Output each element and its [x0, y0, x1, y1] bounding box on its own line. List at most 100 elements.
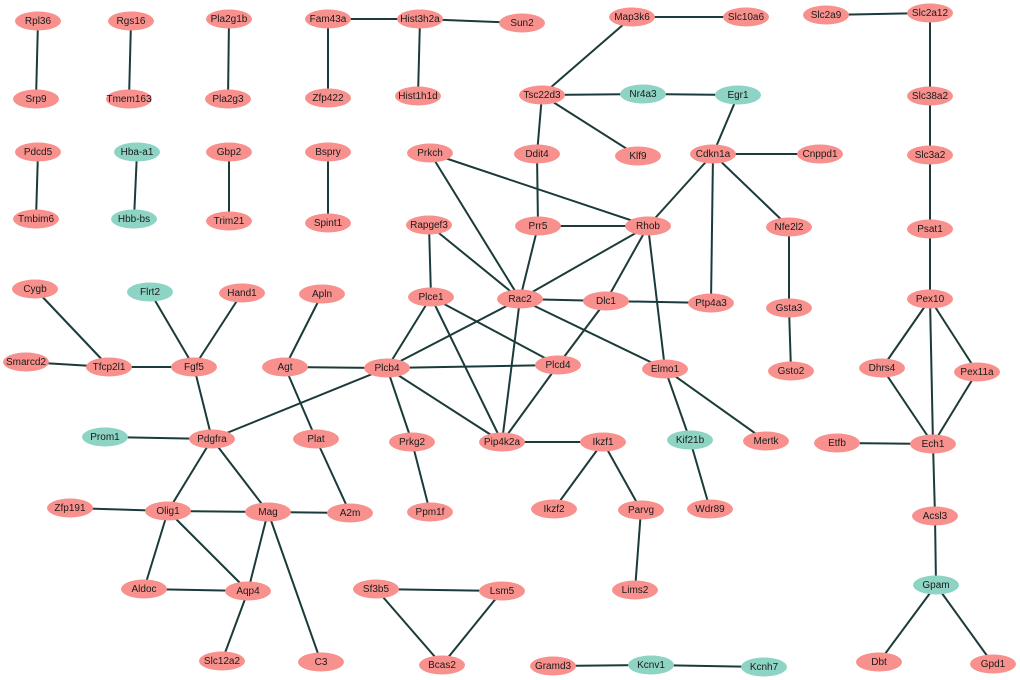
- node-spint1[interactable]: Spint1: [305, 213, 351, 233]
- node-nr4a3[interactable]: Nr4a3: [620, 84, 666, 104]
- node-bcas2[interactable]: Bcas2: [419, 655, 465, 675]
- node-sf3b5[interactable]: Sf3b5: [353, 579, 399, 599]
- node-nfe2l2[interactable]: Nfe2l2: [766, 217, 812, 237]
- edge-hba-a1-hbb-bs: [133, 151, 138, 220]
- node-cdkn1a[interactable]: Cdkn1a: [690, 144, 736, 164]
- node-trim21[interactable]: Trim21: [206, 211, 252, 231]
- node-pip4k2a[interactable]: Pip4k2a: [479, 432, 525, 452]
- node-pex11a[interactable]: Pex11a: [954, 362, 1000, 382]
- node-psat1[interactable]: Psat1: [907, 219, 953, 239]
- node-flrt2[interactable]: Flrt2: [127, 282, 173, 302]
- node-cnppd1[interactable]: Cnppd1: [797, 144, 843, 164]
- node-fgf5[interactable]: Fgf5: [171, 357, 217, 377]
- node-rac2[interactable]: Rac2: [497, 289, 543, 309]
- node-rpl36[interactable]: Rpl36: [15, 11, 61, 31]
- node-gpam[interactable]: Gpam: [913, 575, 959, 595]
- node-plcb4[interactable]: Plcb4: [364, 358, 410, 378]
- node-ikzf2[interactable]: Ikzf2: [531, 499, 577, 519]
- node-prr5[interactable]: Prr5: [515, 216, 561, 236]
- node-slc2a9[interactable]: Slc2a9: [803, 5, 849, 25]
- node-plce1[interactable]: Plce1: [408, 287, 454, 307]
- node-mag[interactable]: Mag: [245, 502, 291, 522]
- edge-fgf5-pdgfra: [193, 366, 213, 440]
- node-rgs16[interactable]: Rgs16: [108, 11, 154, 31]
- node-gbp2[interactable]: Gbp2: [206, 142, 252, 162]
- node-dlc1[interactable]: Dlc1: [583, 291, 629, 311]
- node-kcnh7[interactable]: Kcnh7: [741, 657, 787, 677]
- node-pla2g3[interactable]: Pla2g3: [205, 89, 251, 109]
- node-lims2[interactable]: Lims2: [612, 580, 658, 600]
- node-rapgef3[interactable]: Rapgef3: [406, 215, 452, 235]
- node-egr1[interactable]: Egr1: [715, 85, 761, 105]
- node-hbb-bs[interactable]: Hbb-bs: [111, 209, 157, 229]
- edge-prkch-rac2: [429, 152, 521, 300]
- node-lsm5[interactable]: Lsm5: [479, 581, 525, 601]
- node-smarcd2[interactable]: Smarcd2: [3, 352, 49, 372]
- node-aqp4[interactable]: Aqp4: [225, 581, 271, 601]
- node-klf9[interactable]: Klf9: [615, 146, 661, 166]
- node-c3[interactable]: C3: [298, 652, 344, 672]
- node-ppm1f[interactable]: Ppm1f: [407, 502, 453, 522]
- node-hand1[interactable]: Hand1: [219, 283, 265, 303]
- node-ellipse: [907, 219, 953, 239]
- node-gsto2[interactable]: Gsto2: [768, 361, 814, 381]
- node-fam43a[interactable]: Fam43a: [305, 9, 351, 29]
- node-pdgfra[interactable]: Pdgfra: [189, 429, 235, 449]
- node-gramd3[interactable]: Gramd3: [530, 656, 576, 676]
- node-ikzf1[interactable]: Ikzf1: [580, 432, 626, 452]
- node-hba-a1[interactable]: Hba-a1: [114, 142, 160, 162]
- node-label: Prom1: [90, 432, 120, 443]
- node-a2m[interactable]: A2m: [327, 503, 373, 523]
- node-tmbim6[interactable]: Tmbim6: [13, 209, 59, 229]
- node-prom1[interactable]: Prom1: [82, 427, 128, 447]
- node-plat[interactable]: Plat: [293, 429, 339, 449]
- node-slc10a6[interactable]: Slc10a6: [723, 7, 769, 27]
- node-plcd4[interactable]: Plcd4: [535, 355, 581, 375]
- node-label: Ppm1f: [416, 507, 445, 518]
- node-slc12a2[interactable]: Slc12a2: [199, 651, 245, 671]
- node-slc2a12[interactable]: Slc2a12: [907, 3, 953, 23]
- node-prkg2[interactable]: Prkg2: [389, 432, 435, 452]
- node-zfp422[interactable]: Zfp422: [305, 88, 351, 108]
- node-map3k6[interactable]: Map3k6: [609, 7, 655, 27]
- node-parvg[interactable]: Parvg: [618, 500, 664, 520]
- node-sun2[interactable]: Sun2: [499, 13, 545, 33]
- node-pex10[interactable]: Pex10: [907, 289, 953, 309]
- node-tsc22d3[interactable]: Tsc22d3: [519, 85, 565, 105]
- node-etfb[interactable]: Etfb: [814, 433, 860, 453]
- node-srp9[interactable]: Srp9: [13, 89, 59, 109]
- node-kcnv1[interactable]: Kcnv1: [628, 655, 674, 675]
- node-acsl3[interactable]: Acsl3: [912, 506, 958, 526]
- node-gpd1[interactable]: Gpd1: [970, 654, 1016, 674]
- node-pla2g1b[interactable]: Pla2g1b: [206, 9, 252, 29]
- node-dbt[interactable]: Dbt: [856, 652, 902, 672]
- node-gsta3[interactable]: Gsta3: [766, 298, 812, 318]
- node-slc3a2[interactable]: Slc3a2: [907, 145, 953, 165]
- node-tmem163[interactable]: Tmem163: [106, 89, 152, 109]
- node-dhrs4[interactable]: Dhrs4: [859, 358, 905, 378]
- node-ellipse: [199, 651, 245, 671]
- node-elmo1[interactable]: Elmo1: [642, 359, 688, 379]
- node-ddit4[interactable]: Ddit4: [514, 144, 560, 164]
- node-agt[interactable]: Agt: [262, 357, 308, 377]
- node-olig1[interactable]: Olig1: [145, 501, 191, 521]
- node-mertk[interactable]: Mertk: [743, 431, 789, 451]
- node-zfp191[interactable]: Zfp191: [47, 498, 93, 518]
- node-kif21b[interactable]: Kif21b: [667, 430, 713, 450]
- node-cygb[interactable]: Cygb: [12, 279, 58, 299]
- node-pdcd5[interactable]: Pdcd5: [15, 142, 61, 162]
- node-aldoc[interactable]: Aldoc: [121, 579, 167, 599]
- node-slc38a2[interactable]: Slc38a2: [907, 86, 953, 106]
- node-apln[interactable]: Apln: [299, 284, 345, 304]
- node-rhob[interactable]: Rhob: [625, 216, 671, 236]
- node-ellipse: [364, 358, 410, 378]
- node-bspry[interactable]: Bspry: [305, 142, 351, 162]
- node-ech1[interactable]: Ech1: [910, 434, 956, 454]
- node-hist3h2a[interactable]: Hist3h2a: [397, 9, 443, 29]
- node-ptp4a3[interactable]: Ptp4a3: [688, 293, 734, 313]
- node-label: Cnppd1: [802, 149, 837, 160]
- node-prkch[interactable]: Prkch: [407, 143, 453, 163]
- node-hist1h1d[interactable]: Hist1h1d: [395, 86, 441, 106]
- node-tfcp2l1[interactable]: Tfcp2l1: [86, 357, 132, 377]
- node-wdr89[interactable]: Wdr89: [687, 499, 733, 519]
